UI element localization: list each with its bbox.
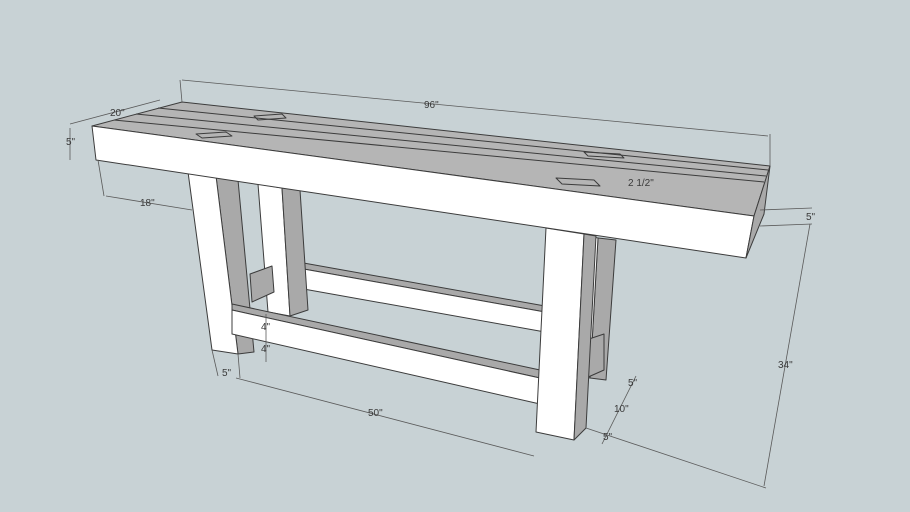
- dimension-labels: 96" 20" 5" 18" 2 1/2" 5" 4" 4" 5" 50" 5"…: [66, 100, 816, 443]
- plank-seam: [157, 107, 769, 171]
- left-end-stretcher: [249, 265, 275, 303]
- dim-leg-gap: 10": [614, 404, 629, 415]
- dim-stretcher-gap: 4": [261, 344, 271, 355]
- dim-top-thickness-right: 5": [806, 212, 816, 223]
- dim-stretcher-height: 4": [261, 322, 271, 333]
- dim-leg-depth-front: 5": [628, 378, 638, 389]
- dim-overhang: 18": [140, 198, 155, 209]
- plank-seam: [113, 119, 765, 183]
- dog-hole: [555, 177, 601, 187]
- front-stretcher-front: [231, 309, 541, 405]
- dim-leg-spacing: 50": [368, 408, 383, 419]
- dim-leg-depth-back: 5": [603, 432, 613, 443]
- dim-total-height: 34": [778, 360, 793, 371]
- dim-top-thickness-left: 5": [66, 137, 76, 148]
- plank-seam: [135, 113, 767, 177]
- workbench-model[interactable]: [91, 101, 771, 441]
- dog-hole: [195, 131, 233, 139]
- dim-leg-width: 5": [222, 368, 232, 379]
- dog-hole: [583, 151, 625, 159]
- dim-top-width: 20": [110, 108, 125, 119]
- benchtop-end-face: [745, 165, 771, 259]
- dim-dog-hole-offset: 2 1/2": [628, 178, 654, 189]
- dog-hole: [253, 113, 287, 121]
- dim-top-length: 96": [424, 100, 439, 111]
- dimension-annotations: [69, 79, 813, 489]
